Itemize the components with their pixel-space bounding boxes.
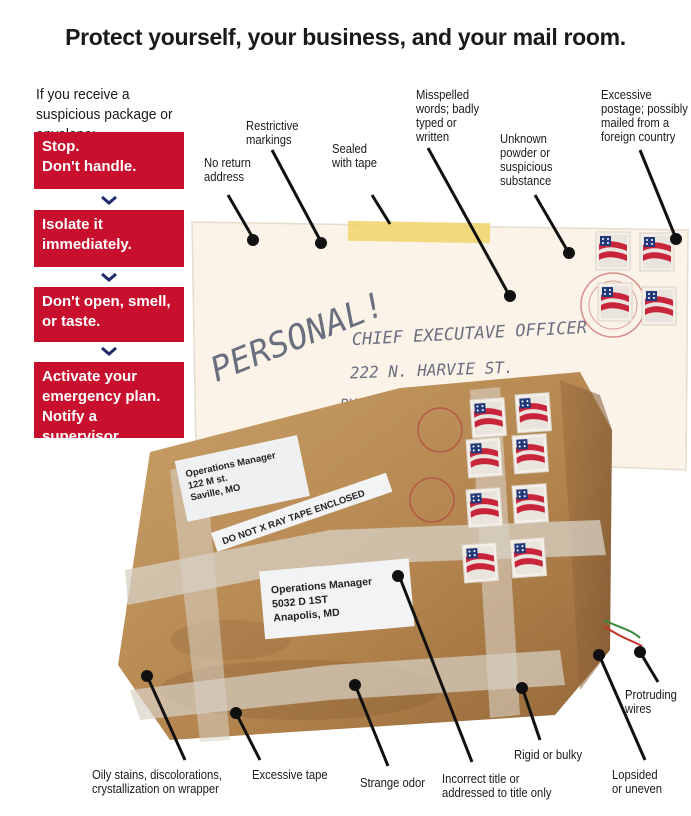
- callout-line: Rigid or bulky: [514, 748, 583, 762]
- callout-excessive-postage: Excessive postage; possibly mailed from …: [601, 88, 688, 144]
- callout-line: foreign country: [601, 130, 676, 144]
- callout-line: Strange odor: [360, 776, 426, 790]
- step-line: Activate your: [42, 368, 138, 385]
- callout-line: Excessive: [601, 88, 652, 102]
- protruding-wire: [603, 625, 643, 647]
- callout-protruding-wires: Protruding wires: [625, 688, 677, 716]
- callout-line: powder or: [500, 146, 551, 160]
- callout-unknown-powder: Unknown powder or suspicious substance: [500, 132, 553, 188]
- step-stop: Stop. Don't handle.: [34, 132, 184, 189]
- step-line: emergency plan.: [42, 388, 161, 405]
- callout-rigid-or-bulky: Rigid or bulky: [514, 748, 582, 762]
- callout-line: markings: [246, 133, 292, 147]
- stamp: [509, 537, 548, 579]
- label-line: Anapolis, MD: [273, 607, 341, 625]
- step-line: Notify a supervisor.: [42, 408, 123, 445]
- stamp: [595, 231, 631, 271]
- stamp: [469, 397, 508, 439]
- callout-line: Sealed: [332, 142, 368, 156]
- callout-line: with tape: [332, 156, 378, 170]
- callout-line: mailed from a: [601, 116, 670, 130]
- packing-tape: [170, 460, 230, 742]
- callout-restrictive-markings: Restrictive markings: [246, 119, 299, 147]
- protruding-wire: [603, 619, 641, 639]
- callout-line: Oily stains, discolorations,: [92, 768, 223, 782]
- callout-lines: [141, 147, 682, 767]
- callout-line: crystallization on wrapper: [92, 782, 219, 796]
- step-activate: Activate your emergency plan. Notify a s…: [34, 362, 184, 445]
- callout-line: postage; possibly: [601, 102, 688, 116]
- sealing-tape: [347, 220, 491, 244]
- callout-line: Lopsided: [612, 768, 658, 782]
- callout-line: or uneven: [612, 782, 663, 796]
- page-title: Protect yourself, your business, and you…: [65, 24, 626, 50]
- stamp: [514, 392, 553, 434]
- step-line: immediately.: [42, 236, 132, 253]
- stamp: [511, 483, 550, 525]
- stamp: [465, 437, 504, 479]
- callout-line: written: [416, 130, 450, 144]
- stamp: [461, 542, 500, 584]
- step-line: or taste.: [42, 313, 101, 330]
- callout-line: Misspelled: [416, 88, 470, 102]
- callout-sealed-with-tape: Sealed with tape: [332, 142, 377, 170]
- callout-misspelled-words: Misspelled words; badly typed or written: [416, 88, 479, 144]
- callout-line: Restrictive: [246, 119, 299, 133]
- callout-no-return-address: No return address: [204, 156, 251, 184]
- callout-line: wires: [625, 702, 652, 716]
- callout-line: words; badly: [416, 102, 480, 116]
- callout-strange-odor: Strange odor: [360, 776, 425, 790]
- callout-line: address: [204, 170, 245, 184]
- callout-line: Excessive tape: [252, 768, 328, 782]
- callout-line: substance: [500, 174, 552, 188]
- chevron-down-icon: [101, 195, 117, 205]
- callout-line: Incorrect title or: [442, 772, 520, 786]
- callout-line: Protruding: [625, 688, 677, 702]
- step-isolate: Isolate it immediately.: [34, 210, 184, 267]
- step-dont-open: Don't open, smell, or taste.: [34, 287, 184, 342]
- callout-line: typed or: [416, 116, 457, 130]
- step-line: Stop.: [42, 138, 80, 155]
- callout-lopsided: Lopsided or uneven: [612, 768, 662, 796]
- chevron-down-icon: [101, 272, 117, 282]
- callout-line: addressed to title only: [442, 786, 552, 800]
- callout-line: No return: [204, 156, 251, 170]
- callout-incorrect-title: Incorrect title or addressed to title on…: [442, 772, 551, 800]
- step-line: Isolate it: [42, 216, 103, 233]
- step-line: Don't open, smell,: [42, 293, 171, 310]
- address-label: Operations Manager 5032 D 1ST Anapolis, …: [259, 558, 415, 640]
- label-line: 5032 D 1ST: [272, 594, 329, 611]
- stamp: [639, 232, 675, 272]
- chevron-down-icon: [101, 346, 117, 356]
- stamp: [641, 286, 677, 326]
- address-label: Operations Manager 122 M st. Saville, MO: [174, 435, 310, 522]
- callout-excessive-tape: Excessive tape: [252, 768, 328, 782]
- callout-line: suspicious: [500, 160, 553, 174]
- packing-tape: [130, 650, 565, 720]
- stamp: [465, 487, 504, 529]
- stamp: [597, 282, 633, 322]
- step-line: Don't handle.: [42, 158, 137, 175]
- callout-oily-stains: Oily stains, discolorations, crystalliza…: [92, 768, 222, 796]
- callout-line: Unknown: [500, 132, 547, 146]
- stamp: [511, 433, 550, 475]
- package: Operations Manager 122 M st. Saville, MO…: [118, 372, 643, 742]
